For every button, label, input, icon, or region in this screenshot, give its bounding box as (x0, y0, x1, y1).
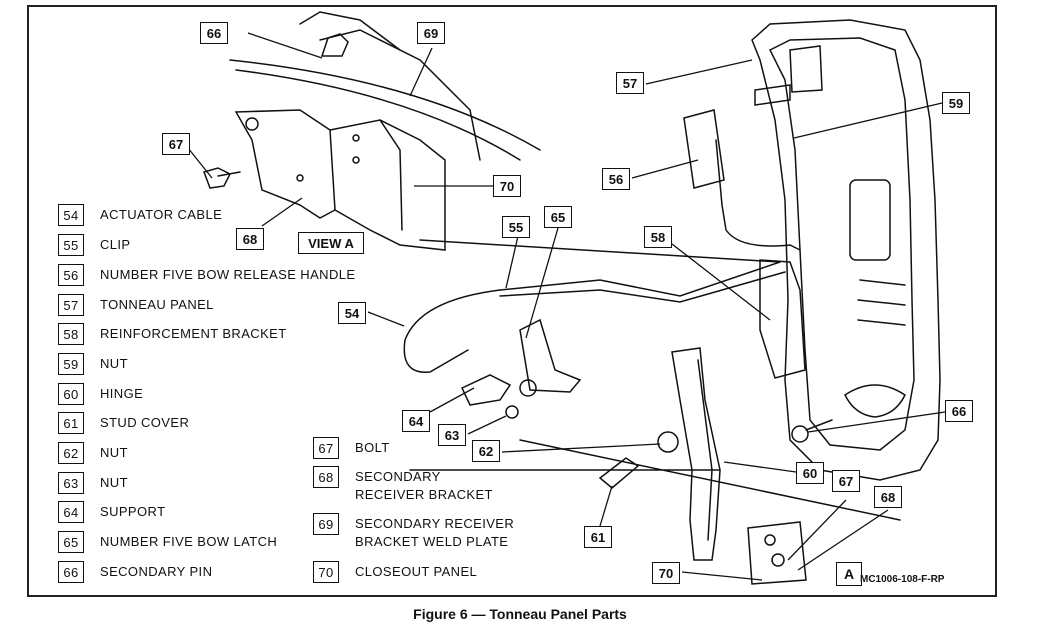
callout-61: 61 (584, 526, 612, 548)
legend-number: 64 (58, 501, 84, 523)
legend-number: 65 (58, 531, 84, 553)
legend-number: 54 (58, 204, 84, 226)
legend-text: REINFORCEMENT BRACKET (100, 326, 287, 341)
legend-text: NUT (100, 356, 128, 371)
legend-item: 56 NUMBER FIVE BOW RELEASE HANDLE (58, 264, 355, 286)
legend-text: SECONDARY RECEIVER BRACKET (355, 469, 493, 502)
callout-64: 64 (402, 410, 430, 432)
legend-text: STUD COVER (100, 415, 190, 430)
callout-65: 65 (544, 206, 572, 228)
legend-text: NUT (100, 475, 128, 490)
legend-text: SECONDARY PIN (100, 564, 213, 579)
legend-text: NUMBER FIVE BOW RELEASE HANDLE (100, 267, 356, 282)
callout-70-bottom: 70 (652, 562, 680, 584)
callout-60: 60 (796, 462, 824, 484)
legend-text: NUMBER FIVE BOW LATCH (100, 534, 278, 549)
legend-number: 70 (313, 561, 339, 583)
callout-54: 54 (338, 302, 366, 324)
callout-62: 62 (472, 440, 500, 462)
callout-57: 57 (616, 72, 644, 94)
legend-item: 54 ACTUATOR CABLE (58, 204, 222, 226)
legend-number: 66 (58, 561, 84, 583)
legend-item: 66 SECONDARY PIN (58, 561, 212, 583)
legend-item: 69 SECONDARY RECEIVER BRACKET WELD PLATE (313, 513, 514, 551)
legend-text: CLIP (100, 237, 131, 252)
legend-number: 62 (58, 442, 84, 464)
legend-item: 68 SECONDARY RECEIVER BRACKET (313, 466, 493, 504)
legend-text: CLOSEOUT PANEL (355, 564, 478, 579)
callout-70-top: 70 (493, 175, 521, 197)
legend-text: ACTUATOR CABLE (100, 207, 223, 222)
callout-59: 59 (942, 92, 970, 114)
legend-text: HINGE (100, 386, 144, 401)
callout-66-right: 66 (945, 400, 973, 422)
legend-item: 70 CLOSEOUT PANEL (313, 561, 477, 583)
legend-number: 67 (313, 437, 339, 459)
callout-55: 55 (502, 216, 530, 238)
callout-69: 69 (417, 22, 445, 44)
legend-item: 55 CLIP (58, 234, 131, 256)
legend-item: 65 NUMBER FIVE BOW LATCH (58, 531, 277, 553)
legend-item: 59 NUT (58, 353, 128, 375)
callout-63: 63 (438, 424, 466, 446)
legend-item: 60 HINGE (58, 383, 143, 405)
legend-item: 67 BOLT (313, 437, 390, 459)
legend-number: 56 (58, 264, 84, 286)
legend-number: 68 (313, 466, 339, 488)
legend-text: TONNEAU PANEL (100, 297, 214, 312)
legend-item: 57 TONNEAU PANEL (58, 294, 214, 316)
legend-text: SUPPORT (100, 504, 166, 519)
view-a-label: VIEW A (298, 232, 364, 254)
figure-frame (27, 5, 997, 597)
callout-68-top: 68 (236, 228, 264, 250)
callout-56: 56 (602, 168, 630, 190)
legend-number: 69 (313, 513, 339, 535)
legend-number: 63 (58, 472, 84, 494)
legend-number: 58 (58, 323, 84, 345)
legend-item: 63 NUT (58, 472, 128, 494)
callout-58: 58 (644, 226, 672, 248)
legend-text: NUT (100, 445, 128, 460)
legend-item: 62 NUT (58, 442, 128, 464)
legend-number: 60 (58, 383, 84, 405)
legend-text: BOLT (355, 440, 390, 455)
callout-67-bottom: 67 (832, 470, 860, 492)
legend-number: 55 (58, 234, 84, 256)
callout-66-top: 66 (200, 22, 228, 44)
callout-68-bottom: 68 (874, 486, 902, 508)
figure-caption: Figure 6 — Tonneau Panel Parts (413, 606, 627, 622)
legend-item: 64 SUPPORT (58, 501, 165, 523)
legend-number: 61 (58, 412, 84, 434)
legend-item: 58 REINFORCEMENT BRACKET (58, 323, 287, 345)
legend-number: 59 (58, 353, 84, 375)
legend-text: SECONDARY RECEIVER BRACKET WELD PLATE (355, 516, 515, 549)
legend-item: 61 STUD COVER (58, 412, 189, 434)
legend-number: 57 (58, 294, 84, 316)
view-a-marker: A (836, 562, 862, 586)
document-id: MC1006-108-F-RP (860, 574, 945, 585)
callout-67-top: 67 (162, 133, 190, 155)
